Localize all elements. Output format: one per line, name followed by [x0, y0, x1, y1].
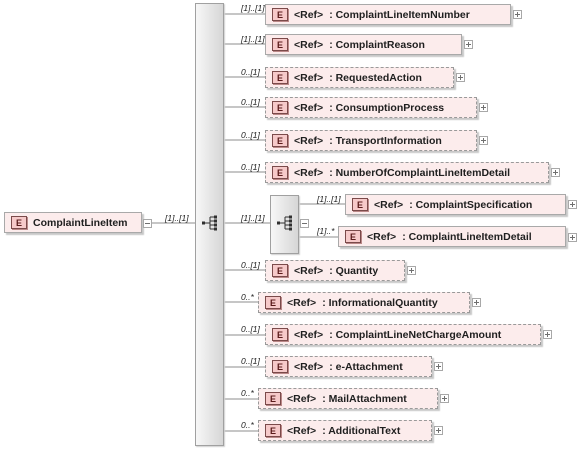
element-consumption-process[interactable]: E <Ref> : ConsumptionProcess	[265, 97, 477, 118]
child-cardinality: 0..*	[241, 292, 254, 302]
expand-icon[interactable]	[472, 298, 481, 307]
expand-icon[interactable]	[434, 362, 443, 371]
element-name: : ComplaintReason	[329, 38, 425, 51]
expand-icon[interactable]	[513, 10, 522, 19]
element-transport-information[interactable]: E <Ref> : TransportInformation	[265, 130, 477, 151]
ref-label: <Ref>	[374, 198, 404, 211]
element-badge: E	[272, 134, 288, 147]
element-complaint-specification[interactable]: E <Ref> : ComplaintSpecification	[345, 194, 566, 215]
ref-label: <Ref>	[294, 166, 324, 179]
element-quantity[interactable]: E <Ref> : Quantity	[265, 260, 405, 281]
root-element-name: ComplaintLineItem	[33, 216, 128, 229]
ref-label: <Ref>	[287, 424, 317, 437]
child-cardinality: 0..[1]	[241, 97, 260, 107]
element-name: : NumberOfComplaintLineItemDetail	[329, 166, 511, 179]
element-name: : MailAttachment	[322, 392, 407, 405]
element-name: : RequestedAction	[329, 71, 422, 84]
expand-icon[interactable]	[440, 394, 449, 403]
element-badge: E	[272, 8, 288, 21]
child-cardinality: [1]..[1]	[317, 194, 341, 204]
expand-icon[interactable]	[568, 233, 577, 242]
ref-label: <Ref>	[294, 38, 324, 51]
root-element-complaint-line-item[interactable]: E ComplaintLineItem	[4, 212, 142, 233]
ref-label: <Ref>	[294, 328, 324, 341]
child-cardinality: 0..*	[241, 388, 254, 398]
expand-icon[interactable]	[479, 103, 488, 112]
element-name: : ComplaintLineItemNumber	[329, 8, 470, 21]
expand-icon[interactable]	[479, 136, 488, 145]
element-badge: E	[352, 198, 368, 211]
ref-label: <Ref>	[294, 101, 324, 114]
element-e-attachment[interactable]: E <Ref> : e-Attachment	[265, 356, 432, 377]
element-name: : ComplaintLineItemDetail	[402, 230, 532, 243]
expand-icon[interactable]	[434, 426, 443, 435]
element-complaint-line-item-detail[interactable]: E <Ref> : ComplaintLineItemDetail	[338, 226, 566, 247]
expand-icon[interactable]	[543, 330, 552, 339]
child-cardinality: 0..[1]	[241, 67, 260, 77]
collapse-icon[interactable]	[300, 219, 309, 228]
child-cardinality: 0..[1]	[241, 324, 260, 334]
child-cardinality: 0..[1]	[241, 130, 260, 140]
child-cardinality: [1]..[1]	[241, 3, 265, 13]
element-name: : InformationalQuantity	[322, 296, 438, 309]
element-badge: E	[272, 71, 288, 84]
expand-icon[interactable]	[568, 200, 577, 209]
element-name: : ConsumptionProcess	[329, 101, 445, 114]
element-badge: E	[272, 38, 288, 51]
element-badge: E	[265, 424, 281, 437]
ref-label: <Ref>	[287, 392, 317, 405]
element-requested-action[interactable]: E <Ref> : RequestedAction	[265, 67, 454, 88]
element-name: : ComplaintSpecification	[409, 198, 533, 211]
element-badge: E	[265, 296, 281, 309]
sequence-icon	[277, 215, 292, 231]
element-badge: E	[272, 101, 288, 114]
child-cardinality: 0..[1]	[241, 162, 260, 172]
child-cardinality: [1]..*	[317, 226, 335, 236]
child-cardinality: [1]..[1]	[241, 34, 265, 44]
element-badge: E	[11, 216, 27, 229]
element-badge: E	[272, 166, 288, 179]
child-cardinality: 0..[1]	[241, 356, 260, 366]
element-badge: E	[345, 230, 361, 243]
ref-label: <Ref>	[287, 296, 317, 309]
nested-sequence-cardinality: [1]..[1]	[241, 213, 265, 223]
nested-sequence-compositor[interactable]	[270, 195, 299, 254]
ref-label: <Ref>	[294, 134, 324, 147]
ref-label: <Ref>	[294, 360, 324, 373]
element-name: : e-Attachment	[329, 360, 403, 373]
expand-icon[interactable]	[456, 73, 465, 82]
element-mail-attachment[interactable]: E <Ref> : MailAttachment	[258, 388, 438, 409]
element-badge: E	[272, 328, 288, 341]
element-name: : TransportInformation	[329, 134, 442, 147]
element-additional-text[interactable]: E <Ref> : AdditionalText	[258, 420, 432, 441]
ref-label: <Ref>	[294, 264, 324, 277]
element-complaint-reason[interactable]: E <Ref> : ComplaintReason	[265, 34, 462, 55]
child-cardinality: 0..*	[241, 420, 254, 430]
element-badge: E	[272, 264, 288, 277]
expand-icon[interactable]	[407, 266, 416, 275]
expand-icon[interactable]	[551, 168, 560, 177]
element-name: : ComplaintLineNetChargeAmount	[329, 328, 502, 341]
expand-icon[interactable]	[464, 40, 473, 49]
element-number-of-complaint-line-item-detail[interactable]: E <Ref> : NumberOfComplaintLineItemDetai…	[265, 162, 549, 183]
sequence-icon	[202, 215, 217, 231]
element-complaint-line-item-number[interactable]: E <Ref> : ComplaintLineItemNumber	[265, 4, 511, 25]
ref-label: <Ref>	[367, 230, 397, 243]
element-name: : Quantity	[329, 264, 379, 277]
element-badge: E	[272, 360, 288, 373]
ref-label: <Ref>	[294, 71, 324, 84]
ref-label: <Ref>	[294, 8, 324, 21]
child-cardinality: 0..[1]	[241, 260, 260, 270]
root-cardinality: [1]..[1]	[165, 213, 189, 223]
element-name: : AdditionalText	[322, 424, 401, 437]
element-badge: E	[265, 392, 281, 405]
element-complaint-line-net-charge-amount[interactable]: E <Ref> : ComplaintLineNetChargeAmount	[265, 324, 541, 345]
collapse-icon[interactable]	[143, 219, 152, 228]
element-informational-quantity[interactable]: E <Ref> : InformationalQuantity	[258, 292, 470, 313]
